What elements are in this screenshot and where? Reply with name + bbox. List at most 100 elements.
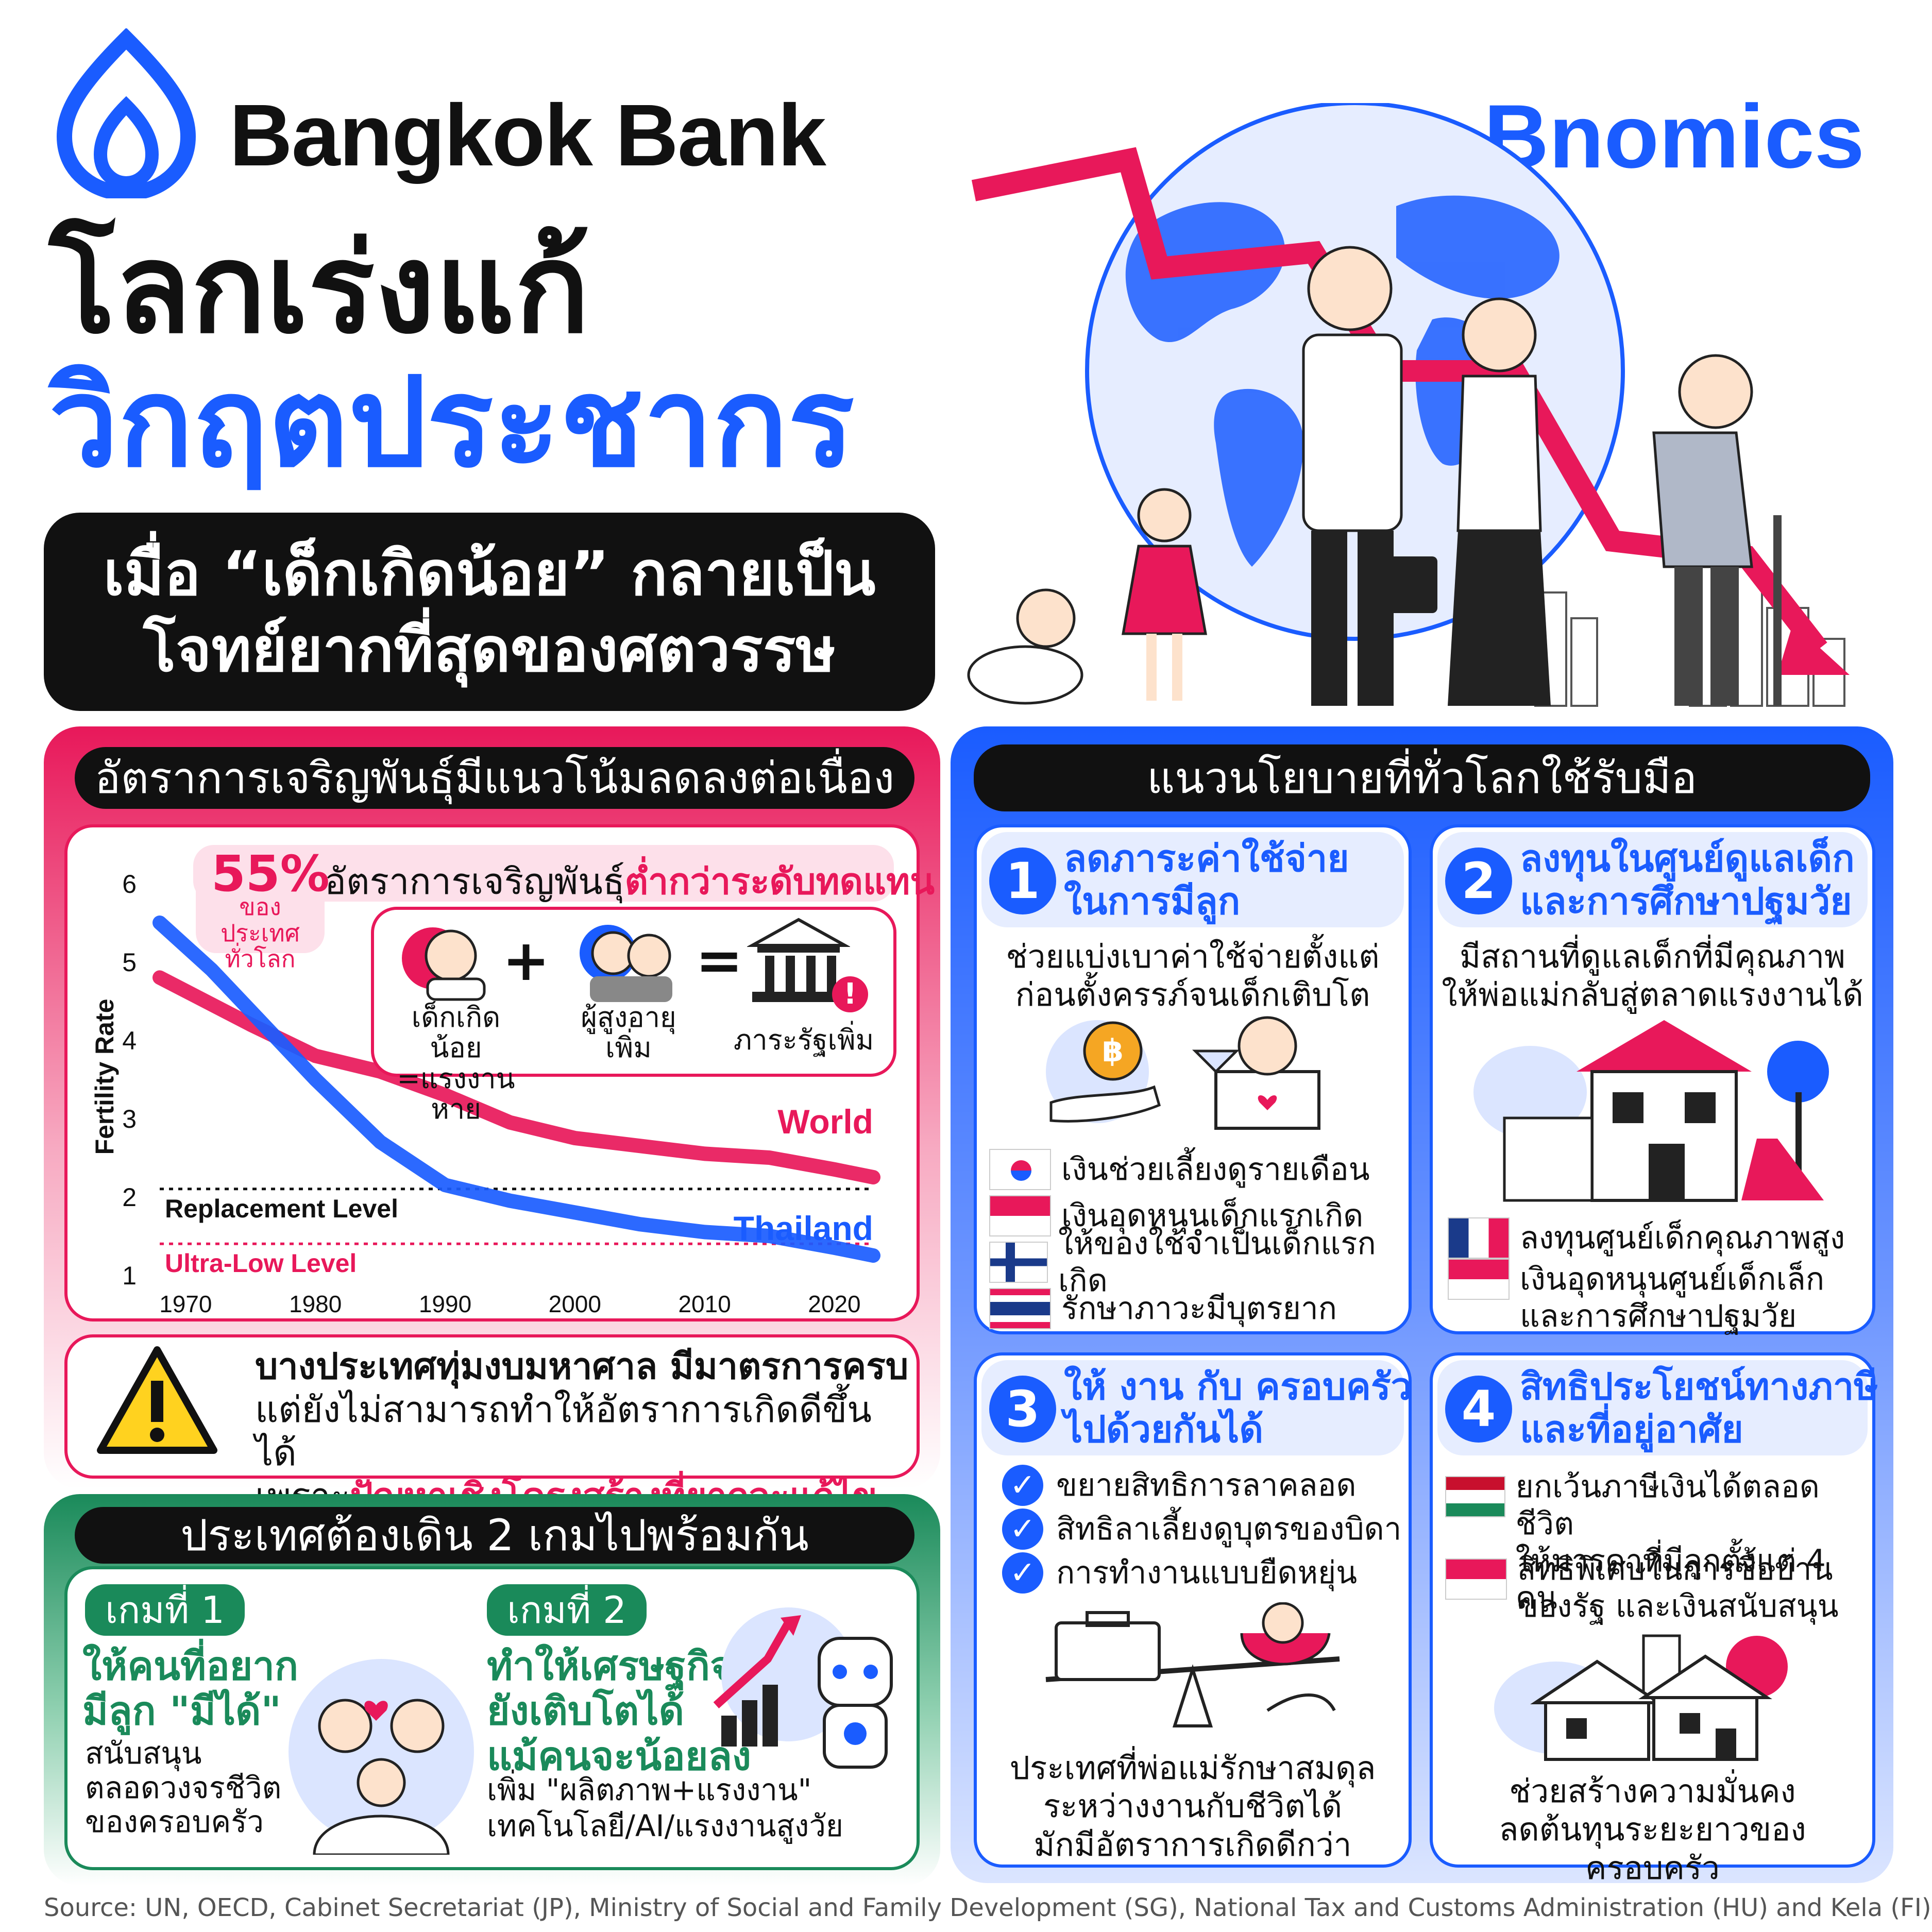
reference-line-label: Replacement Level bbox=[165, 1194, 398, 1223]
policy2-title-line1: ลงทุนในศูนย์ดูแลเด็ก bbox=[1520, 837, 1855, 880]
checkmark-icon: ✓ bbox=[1002, 1464, 1043, 1506]
baby-icon bbox=[402, 917, 495, 1005]
stat-badge bbox=[196, 850, 325, 953]
y-tick-label: 3 bbox=[122, 1105, 137, 1133]
checkmark-icon: ✓ bbox=[1002, 1552, 1043, 1594]
policy1-desc: ช่วยแบ่งเบาค่าใช้จ่ายตั้งแต่ ก่อนตั้งครร… bbox=[984, 938, 1401, 1014]
france-flag-icon bbox=[1448, 1217, 1510, 1259]
game2-title-line2: ยังเติบโตได้ bbox=[487, 1688, 684, 1734]
cost-relief-icon: ฿ bbox=[1046, 1016, 1320, 1130]
policy4-item-line2: ของรัฐ และเงินสนับสนุน bbox=[1517, 1588, 1839, 1624]
elderly-couple-icon bbox=[577, 917, 680, 1005]
policy3-number: 3 bbox=[989, 1376, 1056, 1443]
policy1-title-line2: ในการมีลูก bbox=[1064, 879, 1241, 923]
game2-title-line1: ทำให้เศรษฐกิจ bbox=[487, 1643, 733, 1689]
stat-caption-line2: ทั่วโลก bbox=[225, 945, 296, 973]
game1-desc-line3: ของครอบครัว bbox=[85, 1804, 264, 1840]
policy1-item: ให้ของใช้จำเป็นเด็กแรกเกิด bbox=[989, 1226, 1406, 1299]
x-tick-label: 1990 bbox=[419, 1291, 471, 1317]
y-tick-label: 5 bbox=[122, 948, 137, 977]
people-figures bbox=[967, 246, 1782, 706]
policy3-title: ให้ งาน กับ ครอบครัว ไปด้วยกันได้ bbox=[1064, 1365, 1412, 1451]
policy3-footer-line3: มักมีอัตราการเกิดดีกว่า bbox=[1033, 1825, 1352, 1863]
x-tick-label: 2010 bbox=[678, 1291, 731, 1317]
game2-tag: เกมที่ 2 bbox=[487, 1584, 647, 1636]
policy3-title-line1: ให้ งาน กับ ครอบครัว bbox=[1064, 1365, 1412, 1408]
policy4-item-line1: สิทธิพิเศษในการซื้อบ้าน bbox=[1517, 1551, 1833, 1587]
policy2-item: และการศึกษาปฐมวัย bbox=[1448, 1298, 1860, 1334]
singapore-flag-icon bbox=[1448, 1258, 1510, 1300]
equation-item2-line2: เพิ่ม bbox=[605, 1031, 652, 1064]
policy4-item-text: ยกเว้นภาษีเงินได้ตลอดชีวิต ให้มารดาที่มี… bbox=[1516, 1468, 1868, 1617]
y-axis-label: Fertility Rate bbox=[90, 999, 119, 1155]
alert-icon: ! bbox=[832, 976, 868, 1012]
plus-sign: + bbox=[502, 927, 550, 993]
y-tick-label: 1 bbox=[122, 1261, 137, 1290]
policy3-footer-line2: ระหว่างงานกับชีวิตได้ bbox=[1043, 1787, 1343, 1825]
hungary-flag-icon bbox=[1445, 1476, 1505, 1517]
game1-desc: สนับสนุน ตลอดวงจรชีวิต ของครอบครัว bbox=[85, 1736, 281, 1839]
stat-caption: ของประเทศ ทั่วโลก bbox=[201, 894, 319, 972]
page-title-line2: วิกฤตประชากร bbox=[49, 350, 855, 495]
game2-desc-line1: เพิ่ม "ผลิตภาพ+แรงงาน" bbox=[487, 1772, 812, 1807]
policy3-item: ✓ สิทธิลาเลี้ยงดูบุตรของบิดา bbox=[1002, 1507, 1404, 1551]
population-decline-illustration bbox=[967, 103, 1850, 707]
equals-sign: = bbox=[696, 927, 743, 993]
equation-item1-line1: เด็กเกิดน้อย bbox=[411, 1001, 501, 1064]
policy4-items: ยกเว้นภาษีเงินได้ตลอดชีวิต ให้มารดาที่มี… bbox=[1445, 1468, 1868, 1633]
game1-title-line2: มีลูก "มีได้" bbox=[82, 1688, 282, 1734]
finland-flag-icon bbox=[989, 1242, 1048, 1283]
policy4-title-line1: สิทธิประโยชน์ทางภาษี bbox=[1520, 1365, 1878, 1408]
stat-value: 55% bbox=[211, 845, 330, 903]
y-tick-label: 2 bbox=[122, 1183, 137, 1212]
policy2-item: ลงทุนศูนย์เด็กคุณภาพสูง bbox=[1448, 1216, 1860, 1260]
korea-flag-icon bbox=[989, 1149, 1051, 1190]
policy3-title-line2: ไปด้วยกันได้ bbox=[1064, 1407, 1264, 1451]
game2-title-line3: แม้คนจะน้อยลง bbox=[487, 1733, 752, 1779]
policy2-number: 2 bbox=[1445, 848, 1512, 914]
bangkok-bank-logo bbox=[56, 28, 196, 198]
warning-line1: บางประเทศทุ่มงบมหาศาล มีมาตรการครบ bbox=[255, 1345, 909, 1387]
game2-desc-line2: เทคโนโลยี/AI/แรงงานสูงวัย bbox=[487, 1808, 843, 1843]
game1-title-line1: ให้คนที่อยาก bbox=[82, 1643, 298, 1689]
policy1-desc-line2: ก่อนตั้งครรภ์จนเด็กเติบโต bbox=[1015, 976, 1370, 1014]
subtitle-box: เมื่อ “เด็กเกิดน้อย” กลายเป็น โจทย์ยากที… bbox=[44, 513, 935, 711]
policy4-title: สิทธิประโยชน์ทางภาษี และที่อยู่อาศัย bbox=[1520, 1365, 1878, 1451]
series-line-world bbox=[152, 970, 880, 1184]
reference-line-label: Ultra-Low Level bbox=[165, 1249, 357, 1278]
warning-icon bbox=[97, 1346, 217, 1454]
policy4-item-line1: ยกเว้นภาษีเงินได้ตลอดชีวิต bbox=[1515, 1469, 1820, 1542]
x-tick-label: 2020 bbox=[808, 1291, 860, 1317]
game1-tag: เกมที่ 1 bbox=[85, 1584, 245, 1636]
policy3-item: ✓ ขยายสิทธิการลาคลอด bbox=[1002, 1463, 1404, 1507]
policy2-item-text: เงินอุดหนุนศูนย์เด็กเล็ก bbox=[1520, 1261, 1825, 1297]
singapore-flag-icon bbox=[989, 1195, 1051, 1236]
game1-title: ให้คนที่อยาก มีลูก "มีได้" bbox=[82, 1643, 298, 1734]
stat-text-prefix: อัตราการเจริญพันธุ์ bbox=[325, 860, 625, 903]
policy1-title: ลดภาระค่าใช้จ่าย ในการมีลูก bbox=[1064, 837, 1349, 923]
subtitle-line2: โจทย์ยากที่สุดของศตวรรษ bbox=[143, 614, 836, 685]
fertility-heading: อัตราการเจริญพันธุ์มีแนวโน้มลดลงต่อเนื่อ… bbox=[75, 747, 914, 809]
x-tick-label: 1970 bbox=[159, 1291, 212, 1317]
equation-item2-line1: ผู้สูงอายุ bbox=[581, 1001, 676, 1033]
policy1-item-text: ให้ของใช้จำเป็นเด็กแรกเกิด bbox=[1058, 1226, 1376, 1299]
policy-heading: แนวนโยบายที่ทั่วโลกใช้รับมือ bbox=[974, 744, 1870, 811]
policy4-item-text: สิทธิพิเศษในการซื้อบ้าน ของรัฐ และเงินสน… bbox=[1517, 1551, 1839, 1625]
series-line-thailand bbox=[152, 916, 880, 1263]
y-tick-label: 4 bbox=[122, 1026, 137, 1055]
policy2-title: ลงทุนในศูนย์ดูแลเด็ก และการศึกษาปฐมวัย bbox=[1520, 837, 1855, 923]
policy3-items: ✓ ขยายสิทธิการลาคลอด ✓ สิทธิลาเลี้ยงดูบุ… bbox=[1002, 1463, 1404, 1595]
game1-desc-line2: ตลอดวงจรชีวิต bbox=[85, 1770, 282, 1805]
stat-caption-line1: ของประเทศ bbox=[221, 893, 300, 947]
thailand-flag-icon bbox=[989, 1288, 1051, 1329]
policy4-footer: ช่วยสร้างความมั่นคง ลดต้นทุนระยะยาวของคร… bbox=[1437, 1772, 1868, 1887]
policy2-item: เงินอุดหนุนศูนย์เด็กเล็ก bbox=[1448, 1258, 1860, 1300]
policy1-item: เงินอุดหนุนเด็กแรกเกิด bbox=[989, 1193, 1406, 1239]
policy1-item-text: รักษาภาวะมีบุตรยาก bbox=[1061, 1291, 1337, 1327]
bank-name: Bangkok Bank bbox=[229, 87, 826, 184]
checkmark-icon: ✓ bbox=[1002, 1508, 1043, 1550]
